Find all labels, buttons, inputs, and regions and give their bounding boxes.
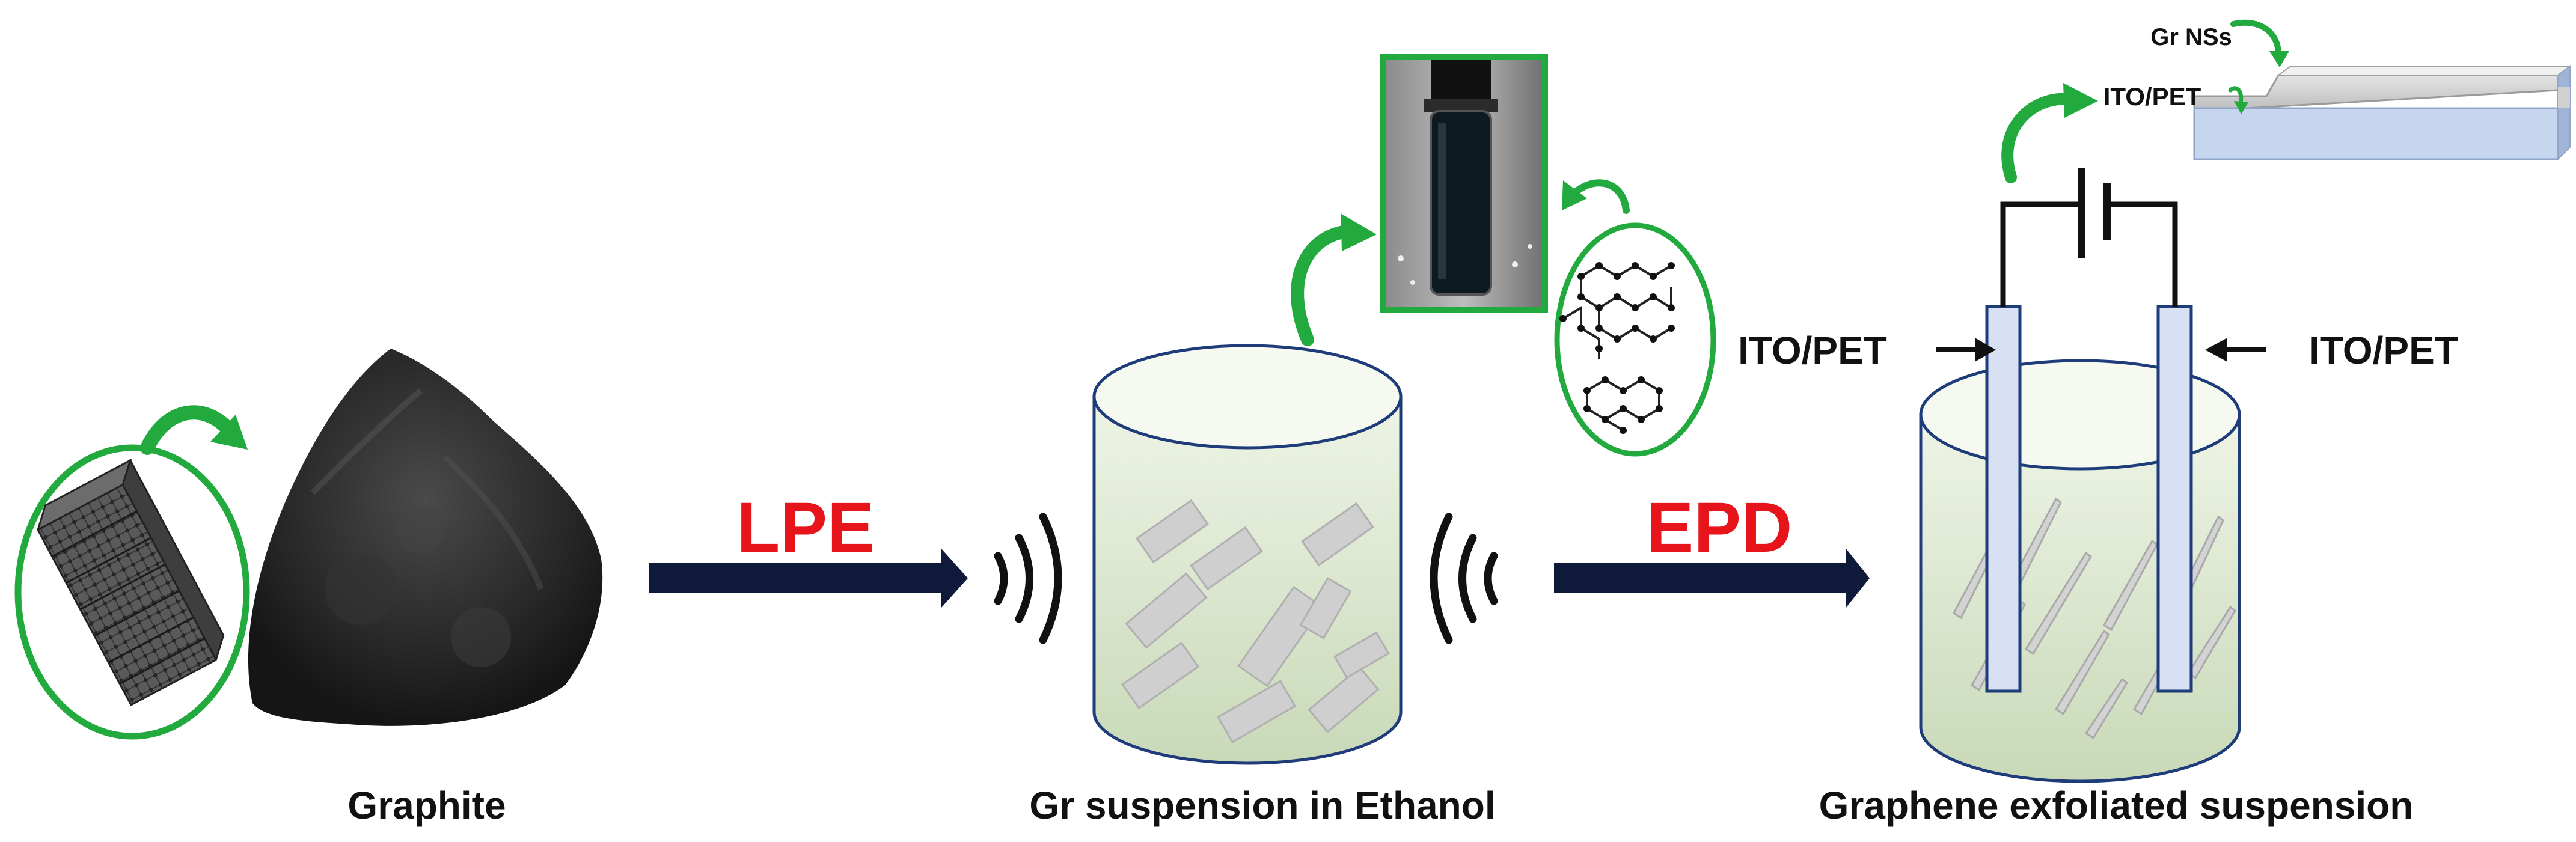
green-arrowhead-vial [1341,213,1377,251]
green-arrow-sheets [1568,179,1630,214]
graphite-powder-icon [248,349,603,726]
graphite-flakes [1121,499,1390,743]
graphite-section: Graphite [14,349,603,827]
green-arrow-graphite [140,405,239,455]
ito-pet-left-label: ITO/PET [1738,329,1887,372]
suspension-label: Gr suspension in Ethanol [1029,784,1495,827]
electrode-right [2156,305,2193,693]
epd-arrow-shaft [1554,563,1849,593]
ito-pet-top-label: ITO/PET [2103,82,2201,111]
graphene-exfoliated-label: Graphene exfoliated suspension [1819,784,2414,827]
electrode-left [1985,305,2022,693]
epd-cell: ITO/PET ITO/PET Graphene exfoliated susp… [1738,83,2458,827]
vial-photo [1380,54,1548,313]
graphene-atoms [1559,262,1675,434]
green-arrowhead-graphite [210,415,248,450]
ultrasound-waves-left-icon [994,513,1062,644]
suspension-beaker: Gr suspension in Ethanol [1029,213,1496,827]
gr-nss-label: Gr NSs [2150,24,2232,50]
epd-arrow-head [1846,548,1870,608]
coated-substrate: ITO/PET Gr NSs [2103,19,2572,161]
ultrasound-waves-right-icon [1430,513,1498,644]
layered-graphite-icon [36,457,225,706]
epd-label: EPD [1647,488,1793,567]
lpe-arrow-head [941,548,968,608]
battery-icon [2078,168,2111,258]
graphite-label: Graphite [347,784,506,827]
circuit-wire [2000,201,2178,307]
ito-pet-right-label: ITO/PET [2309,329,2458,372]
green-arrow-beaker-vial [1291,225,1353,346]
lpe-step: LPE [649,488,968,608]
graphene-sheets-inset [1554,179,1716,457]
lpe-arrow-shaft [649,563,944,593]
epd-step: EPD [1554,488,1870,608]
lpe-label: LPE [736,488,875,567]
green-arrow-to-substrate [2001,93,2074,183]
